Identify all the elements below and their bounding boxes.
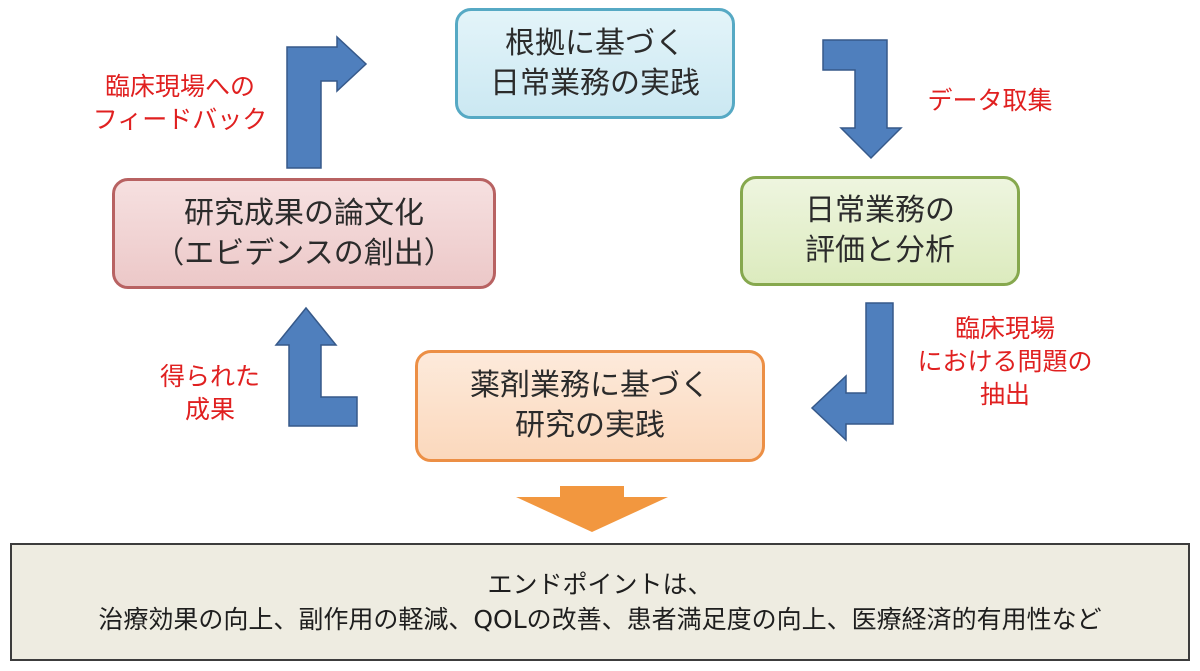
research-practice-box: 薬剤業務に基づく 研究の実践 [415,350,765,462]
daily-analysis-box: 日常業務の 評価と分析 [740,176,1020,286]
evidence-practice-line-1: 根拠に基づく [505,25,685,61]
data-collection-label-line-1: データ取集 [927,86,1053,115]
results-label: 得られた 成果 [135,360,285,426]
problem-extraction-label-line-2: における問題の [917,347,1093,376]
daily-analysis-line-2: 評価と分析 [805,233,955,268]
endpoint-down-arrow [516,486,668,532]
feedback-arrow [286,35,368,169]
feedback-label-line-2: フィードバック [92,105,268,134]
results-label-line-1: 得られた [159,362,260,391]
results-label-line-2: 成果 [184,395,235,424]
paper-writing-box: 研究成果の論文化 （エビデンスの創出） [112,178,496,289]
research-practice-line-1: 薬剤業務に基づく [470,368,710,403]
evidence-practice-box: 根拠に基づく 日常業務の実践 [455,8,735,119]
data-collection-arrow [822,39,903,160]
endpoint-heading: エンドポイントは、 [487,570,713,599]
endpoint-box: エンドポイントは、 治療効果の向上、副作用の軽減、QOLの改善、患者満足度の向上… [10,543,1190,661]
problem-extraction-label-line-3: 抽出 [979,380,1030,409]
feedback-label-line-1: 臨床現場への [104,72,255,101]
research-practice-line-2: 研究の実践 [515,408,665,443]
endpoint-details: 治療効果の向上、副作用の軽減、QOLの改善、患者満足度の向上、医療経済的有用性な… [98,605,1102,634]
daily-analysis-line-1: 日常業務の [805,193,955,228]
paper-writing-line-2: （エビデンスの創出） [154,235,454,271]
results-arrow [274,306,358,427]
paper-writing-line-1: 研究成果の論文化 [184,195,424,231]
feedback-label: 臨床現場への フィードバック [60,70,300,136]
problem-extraction-arrow [810,302,894,442]
problem-extraction-label: 臨床現場 における問題の 抽出 [905,312,1105,411]
problem-extraction-label-line-1: 臨床現場 [954,314,1055,343]
evidence-practice-line-2: 日常業務の実践 [490,65,700,101]
data-collection-label: データ取集 [915,84,1065,117]
